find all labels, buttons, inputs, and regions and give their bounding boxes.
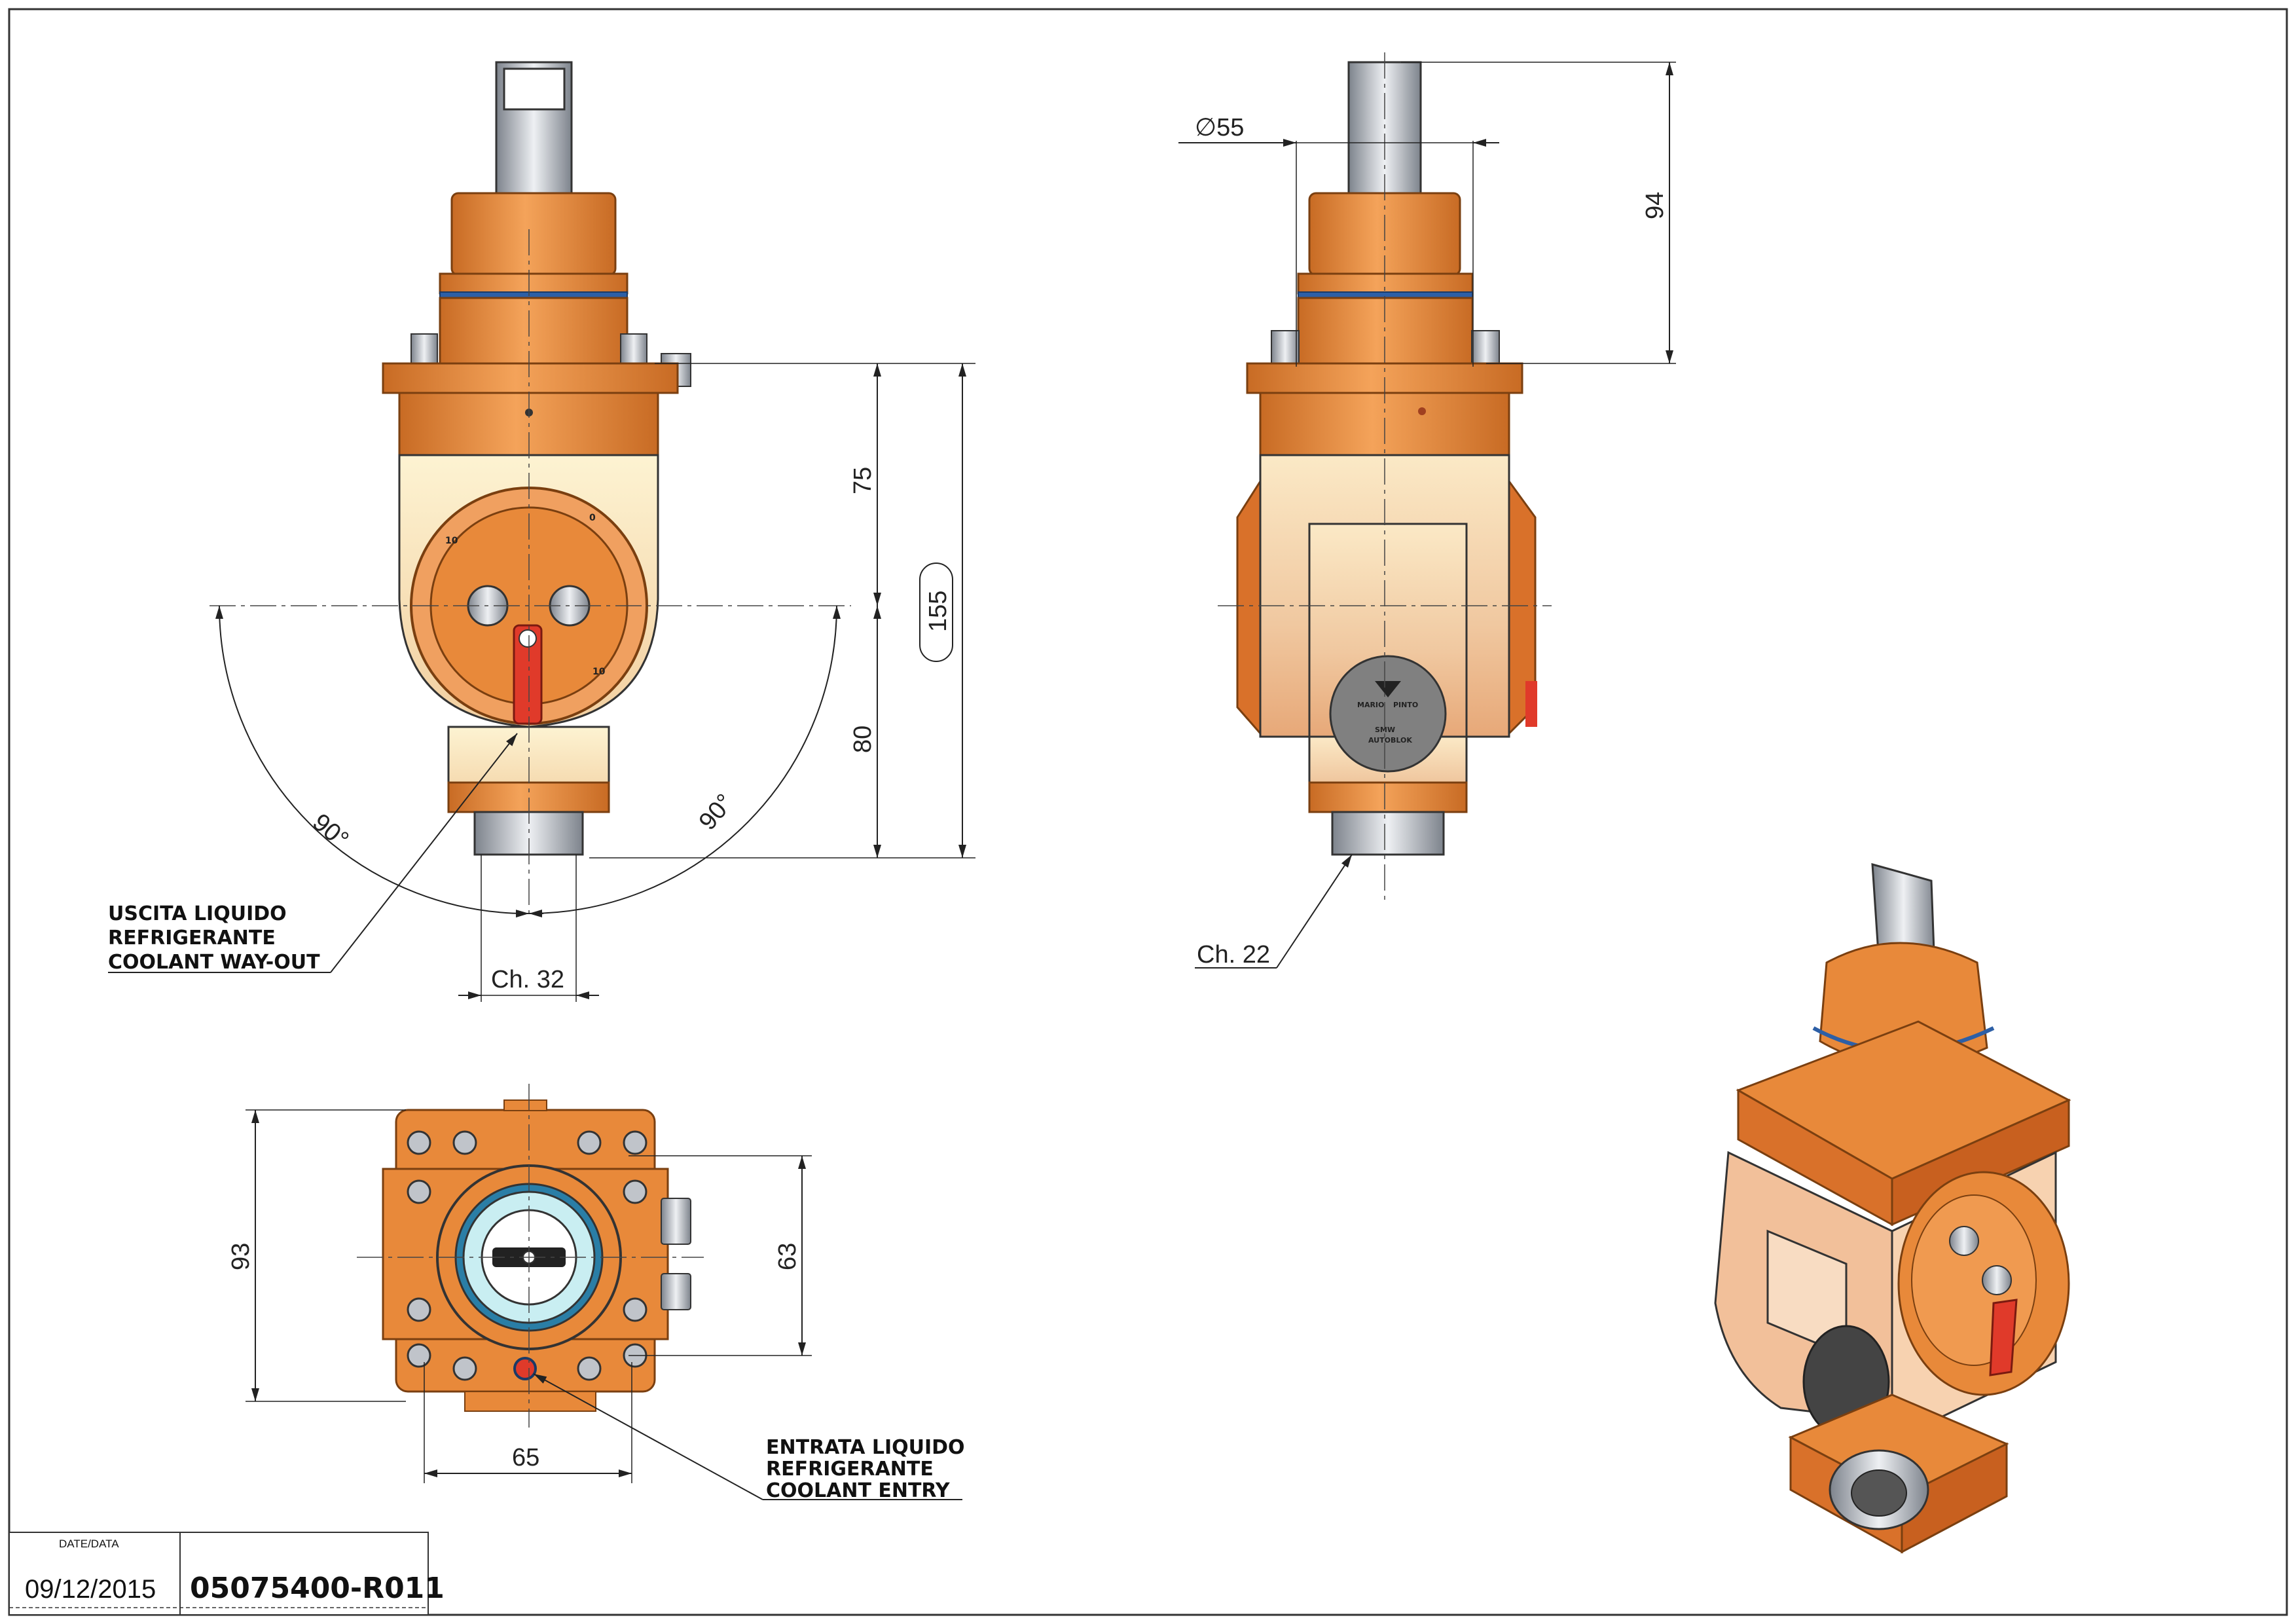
angle-label-right: 90° [694, 789, 739, 836]
iso-red-lever [1989, 1299, 2018, 1376]
logo-sub-1: SMW [1375, 726, 1395, 734]
dim-65: 65 [512, 1444, 539, 1471]
coolant-entry-port [513, 1357, 537, 1380]
note-coolant-out-3: COOLANT WAY-OUT [108, 951, 320, 974]
note-coolant-out-1: USCITA LIQUIDO [108, 902, 287, 925]
dial-mark-0: 0 [589, 513, 596, 523]
title-block-date-label: DATE/DATA [59, 1538, 119, 1550]
front-flange [382, 362, 679, 394]
note-coolant-out-2: REFRIGERANTE [108, 927, 276, 950]
brand-logo [1329, 655, 1447, 773]
front-top-cylinder [450, 192, 617, 276]
logo-sub-2: AUTOBLOK [1368, 736, 1412, 745]
dial-mark-top: 10 [445, 536, 458, 546]
dim-75: 75 [849, 467, 877, 494]
title-block-drawing-code: 05075400-R011 [190, 1572, 445, 1605]
side-view: MARIO PINTO SMW AUTOBLOK ∅55 94 Ch. 22 [1178, 52, 1676, 969]
title-block-date: 09/12/2015 [25, 1575, 156, 1604]
dim-63: 63 [774, 1243, 801, 1270]
dim-93: 93 [227, 1243, 255, 1270]
dim-ch32: Ch. 32 [491, 966, 564, 993]
bottom-view: 93 63 65 ENTRATA LIQUIDO REFRIGERANTE CO… [227, 1084, 965, 1502]
dim-dia55: ∅55 [1195, 114, 1244, 141]
isometric-view [1714, 862, 2071, 1554]
front-view: 0 10 10 90° 90° 75 80 155 Ch. 32 [108, 61, 975, 1002]
dim-94: 94 [1641, 192, 1669, 219]
angle-label-left: 90° [307, 809, 354, 854]
title-block: DATE/DATA 09/12/2015 05075400-R011 [9, 1532, 445, 1615]
logo-brand-2: PINTO [1393, 701, 1418, 709]
dim-ch22: Ch. 22 [1197, 941, 1270, 969]
dim-80: 80 [849, 726, 877, 753]
sheet-border [8, 8, 2288, 1616]
note-coolant-in-1: ENTRATA LIQUIDO [766, 1436, 965, 1459]
note-coolant-in-2: REFRIGERANTE [766, 1458, 934, 1481]
dial-mark-bottom: 10 [592, 667, 606, 677]
note-coolant-in-3: COOLANT ENTRY [766, 1479, 951, 1502]
angle-arc-right [528, 605, 841, 917]
dim-155: 155 [924, 591, 952, 632]
bottom-bolts [407, 1130, 647, 1381]
logo-brand-1: MARIO [1357, 701, 1384, 709]
side-bottom-nut [1331, 811, 1445, 856]
angle-arc-left [215, 605, 530, 918]
